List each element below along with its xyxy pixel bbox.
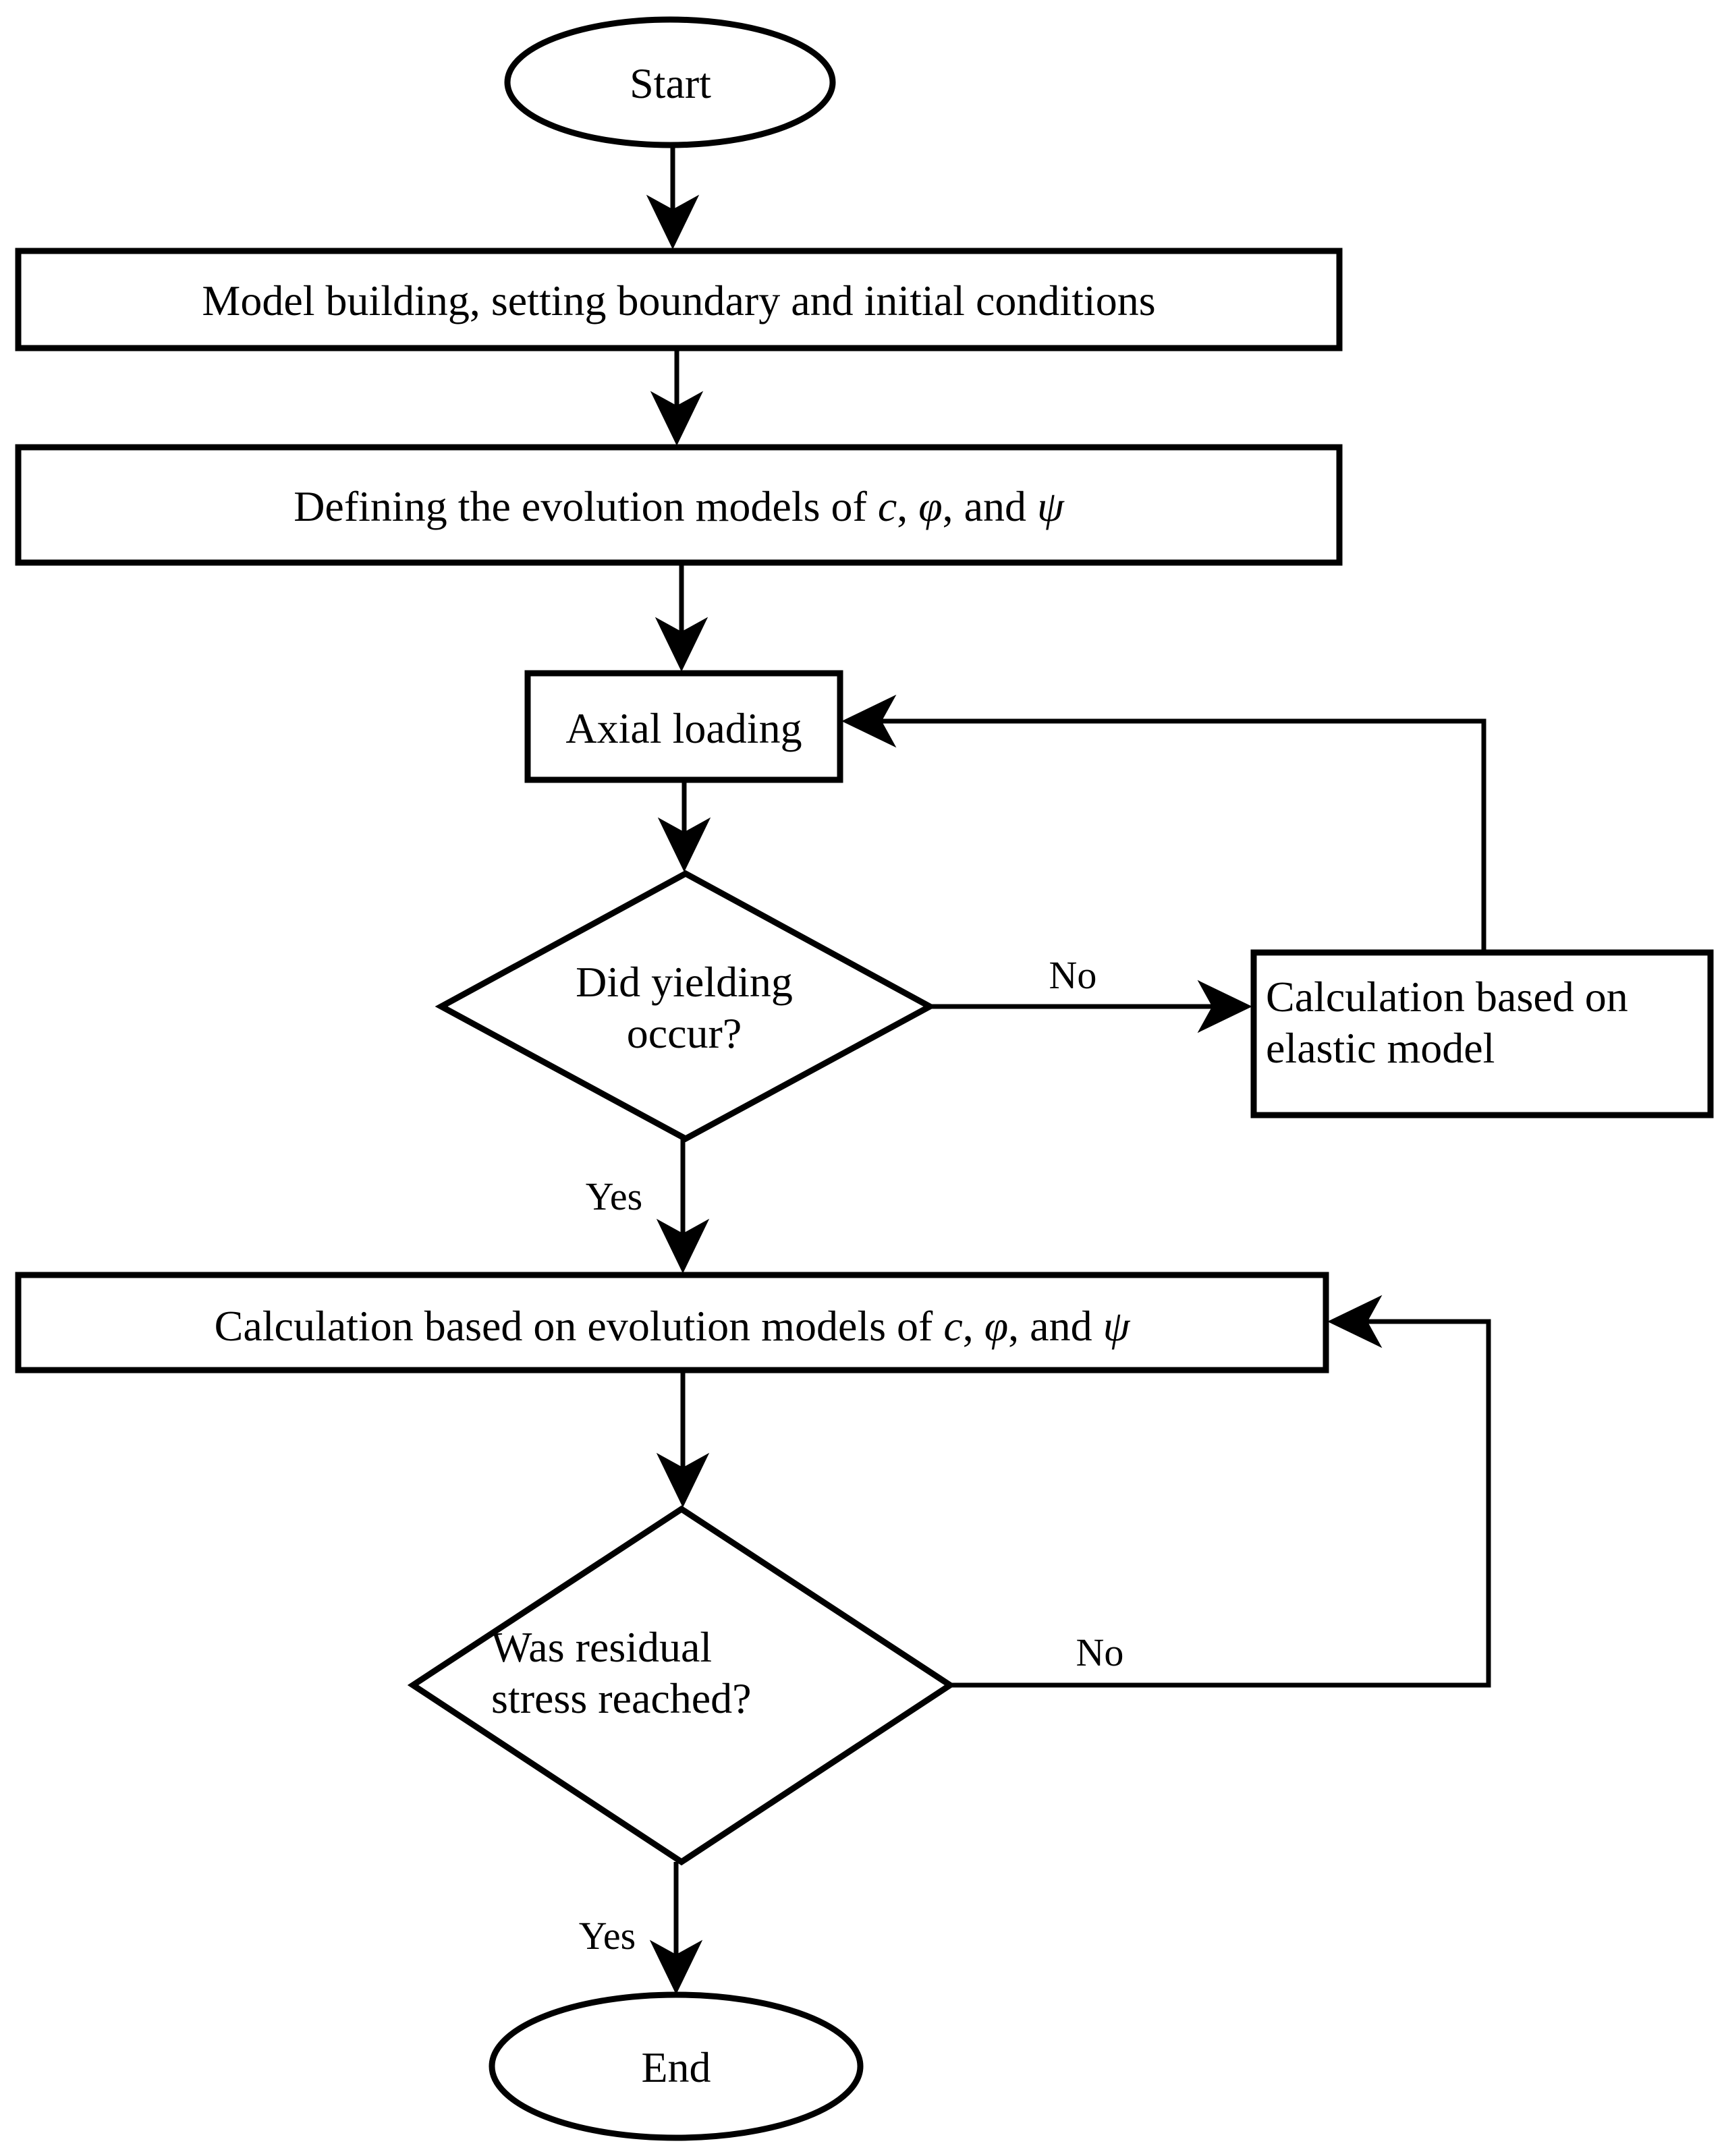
symbol-cohesion: c: [943, 1302, 963, 1350]
yield-check-diamond: [435, 870, 937, 1143]
edge-label-yield-no: No: [1049, 953, 1097, 997]
symbol-dilation-angle: ψ: [1103, 1302, 1130, 1350]
evolution-calc-box: [15, 1272, 1329, 1373]
connector-residual-no-feedback-to-evolution: [950, 1295, 1491, 1688]
edge-label-residual-yes: Yes: [578, 1914, 636, 1958]
yield-check-line1: Did yielding: [576, 958, 793, 1006]
start-label: Start: [630, 59, 711, 107]
symbol-dilation-angle: ψ: [1037, 482, 1064, 530]
defining-models-sep2: , and: [942, 482, 1038, 530]
symbol-friction-angle: φ: [918, 482, 943, 530]
edge-label-yield-yes: Yes: [585, 1174, 643, 1218]
elastic-calc-line2: elastic model: [1266, 1023, 1495, 1072]
connector-elastic-feedback-to-axial: [841, 694, 1486, 953]
residual-check-line1: Was residual: [491, 1623, 713, 1671]
symbol-cohesion: c: [877, 482, 897, 530]
start-ellipse: [504, 16, 836, 148]
end-ellipse: [489, 1991, 864, 2141]
residual-check-diamond: [407, 1505, 956, 1866]
symbol-friction-angle: φ: [984, 1302, 1009, 1350]
evolution-calc-sep2: , and: [1008, 1302, 1103, 1350]
defining-models-box: [15, 444, 1343, 566]
end-label: End: [641, 2043, 711, 2091]
model-building-label: Model building, setting boundary and ini…: [202, 277, 1156, 324]
yield-check-line2: occur?: [626, 1009, 742, 1057]
residual-check-line2: stress reached?: [491, 1674, 752, 1722]
evolution-calc-label: Calculation based on evolution models of…: [18, 1301, 1326, 1352]
evolution-calc-sep1: ,: [962, 1302, 984, 1350]
elastic-calc-line1: Calculation based on: [1266, 973, 1628, 1021]
defining-models-label: Defining the evolution models of c, φ, a…: [18, 481, 1339, 532]
defining-models-prefix: Defining the evolution models of: [294, 482, 878, 530]
evolution-calc-prefix: Calculation based on evolution models of: [214, 1302, 944, 1350]
edge-label-residual-no: No: [1076, 1630, 1124, 1674]
defining-models-sep1: ,: [897, 482, 919, 530]
axial-loading-label: Axial loading: [565, 704, 802, 752]
